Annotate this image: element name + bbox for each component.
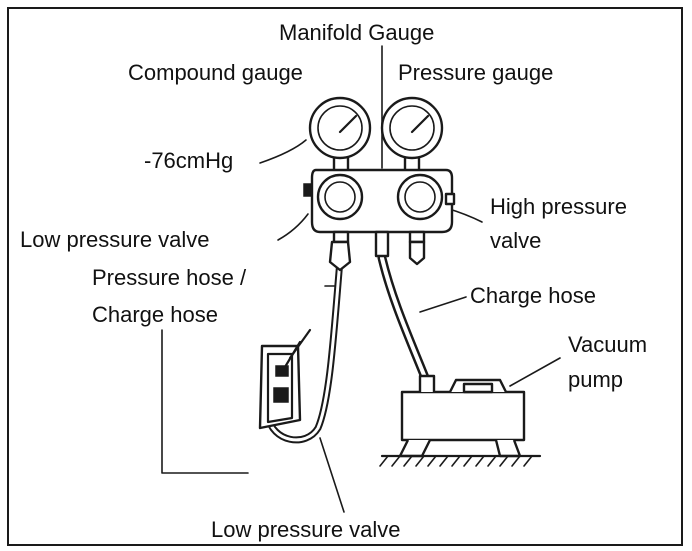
label-manifold-gauge: Manifold Gauge xyxy=(279,20,434,45)
hose-fittings xyxy=(328,230,426,272)
label-pressure-gauge: Pressure gauge xyxy=(398,60,553,85)
diagram-border xyxy=(7,7,683,546)
label-low-pressure-valve-top: Low pressure valve xyxy=(20,227,210,252)
label-low-pressure-valve-bottom: Low pressure valve xyxy=(211,517,401,542)
pressure-gauge xyxy=(380,96,444,176)
label-pressure-hose: Pressure hose / xyxy=(92,265,247,290)
label-compound-gauge: Compound gauge xyxy=(128,60,303,85)
floor-ground xyxy=(379,454,542,467)
label-pressure-hose-2: Charge hose xyxy=(92,302,218,327)
label-high-pressure-valve: High pressure xyxy=(490,194,627,219)
vacuum-pump xyxy=(398,374,526,458)
label-reading: -76cmHg xyxy=(144,148,233,173)
low-pressure-valve-knob xyxy=(316,173,364,221)
label-high-pressure-valve-2: valve xyxy=(490,228,541,253)
high-pressure-valve-knob xyxy=(396,173,444,221)
compound-gauge xyxy=(308,96,372,176)
label-vacuum-pump-2: pump xyxy=(568,367,623,392)
label-charge-hose: Charge hose xyxy=(470,283,596,308)
service-valve-unit xyxy=(258,328,312,430)
label-vacuum-pump: Vacuum xyxy=(568,332,647,357)
